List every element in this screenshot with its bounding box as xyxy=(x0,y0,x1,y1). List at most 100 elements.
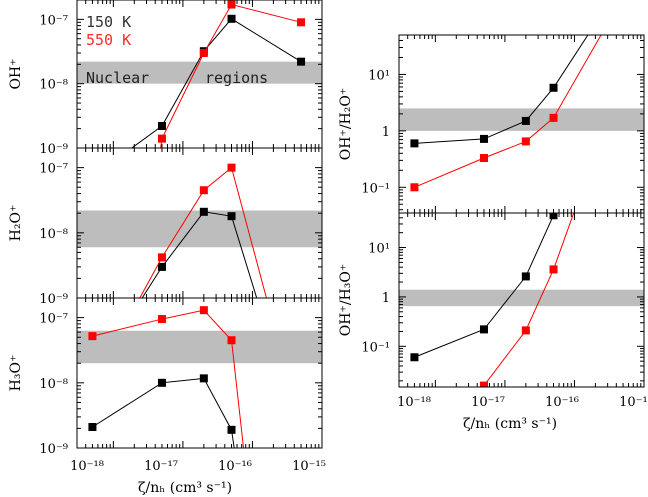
x-tick-label: 10⁻¹⁵ xyxy=(619,395,648,410)
data-point xyxy=(157,253,166,262)
y-tick-label: 10⁻⁹ xyxy=(39,442,68,457)
y-axis-label: H₂O⁺ xyxy=(8,205,24,242)
data-point xyxy=(157,262,166,271)
x-tick-label: 10⁻¹⁶ xyxy=(218,459,252,474)
data-point xyxy=(199,306,208,315)
y-tick-label: 1 xyxy=(382,291,390,306)
x-tick-label: 10⁻¹⁸ xyxy=(70,459,104,474)
data-point xyxy=(122,320,130,328)
series-150k xyxy=(88,374,236,448)
data-point xyxy=(157,121,166,130)
data-point xyxy=(199,186,208,195)
series-550k xyxy=(157,0,306,148)
y-axis-label: H₃O⁺ xyxy=(8,355,24,392)
y-axis-label: OH⁺/H₂O⁺ xyxy=(338,88,354,160)
x-axis-label-left: ζ/nₕ (cm³ s⁻¹) xyxy=(138,480,232,496)
data-point xyxy=(157,134,166,143)
data-point xyxy=(410,183,419,192)
x-tick-labels-right: 10⁻¹⁸ 10⁻¹⁷ 10⁻¹⁶ 10⁻¹⁵ xyxy=(397,395,648,410)
data-point xyxy=(552,199,560,207)
data-point xyxy=(269,320,277,328)
data-point xyxy=(604,19,612,27)
data-point xyxy=(521,272,530,281)
plot-frame xyxy=(76,297,323,449)
y-tick-label: 10¹ xyxy=(368,242,390,257)
legend-150k: 150 K xyxy=(86,13,131,31)
series-line xyxy=(414,213,555,358)
data-point xyxy=(591,19,599,27)
data-point xyxy=(88,422,97,431)
data-point xyxy=(479,154,488,163)
observed-band xyxy=(399,289,644,307)
x-tick-label: 10⁻¹⁵ xyxy=(292,459,326,474)
observed-band xyxy=(399,108,644,131)
data-point xyxy=(549,213,558,220)
observed-band xyxy=(77,330,322,364)
y-axis-label: OH⁺/H₃O⁺ xyxy=(338,264,354,336)
x-tick-label: 10⁻¹⁸ xyxy=(397,395,431,410)
y-tick-label: 10⁻¹ xyxy=(361,181,390,196)
series-550k xyxy=(479,213,575,387)
data-point xyxy=(479,134,488,143)
observed-band xyxy=(77,61,322,84)
panel-oh-plus: 10⁻⁹10⁻⁸10⁻⁷OH⁺ xyxy=(8,0,323,186)
data-point xyxy=(479,325,488,334)
x-tick-label: 10⁻¹⁷ xyxy=(144,459,178,474)
x-tick-label: 10⁻¹⁶ xyxy=(545,395,579,410)
data-point xyxy=(199,48,208,57)
ticks xyxy=(76,297,323,449)
data-point xyxy=(549,113,558,122)
data-point xyxy=(157,378,166,387)
ticks xyxy=(398,34,645,213)
band-label-nuclear: Nuclear xyxy=(86,69,149,87)
y-tick-label: 10⁻⁷ xyxy=(39,13,68,28)
y-tick-label: 10⁻⁹ xyxy=(39,292,68,307)
x-tick-label: 10⁻¹⁷ xyxy=(471,395,505,410)
series-150k xyxy=(122,207,269,328)
y-tick-label: 10⁻⁹ xyxy=(39,142,68,157)
panel-h3o-plus: 10⁻⁹ 10⁻⁸ 10⁻⁷ H₃O⁺ xyxy=(8,297,323,457)
band-label-regions: regions xyxy=(205,69,268,87)
y-tick-label: 10⁻⁷ xyxy=(39,312,68,327)
data-point xyxy=(297,57,306,66)
legend-550k: 550 K xyxy=(86,31,131,49)
data-point xyxy=(549,265,558,274)
data-point xyxy=(199,207,208,216)
data-point xyxy=(88,332,97,341)
data-point xyxy=(521,116,530,125)
data-point xyxy=(227,14,236,23)
data-point xyxy=(297,18,306,27)
x-axis-label-right: ζ/nₕ (cm³ s⁻¹) xyxy=(463,416,557,432)
data-point xyxy=(521,137,530,146)
y-tick-label: 10⁻¹ xyxy=(361,340,390,355)
panel-oh-over-h2o: 10⁻¹ 1 10¹ OH⁺/H₂O⁺ xyxy=(338,19,645,214)
data-point xyxy=(410,139,419,148)
y-tick-label: 10⁻⁸ xyxy=(39,78,68,93)
data-point xyxy=(521,326,530,335)
plot-frame xyxy=(398,212,645,388)
y-tick-label: 10¹ xyxy=(368,68,390,83)
data-point xyxy=(227,163,236,172)
series-550k xyxy=(88,306,245,448)
data-point xyxy=(261,320,269,328)
data-point xyxy=(82,178,90,186)
ticks xyxy=(76,0,323,149)
y-tick-label: 10⁻⁸ xyxy=(39,377,68,392)
series-550k xyxy=(410,19,612,192)
y-tick-label: 10⁻⁸ xyxy=(39,227,68,242)
series-line xyxy=(414,35,602,188)
x-tick-labels-left: 10⁻¹⁸ 10⁻¹⁷ 10⁻¹⁶ 10⁻¹⁵ xyxy=(70,459,326,474)
series-line xyxy=(160,3,302,148)
data-point xyxy=(122,320,130,328)
series-550k xyxy=(122,163,277,328)
y-tick-label: 10⁻⁷ xyxy=(39,162,68,177)
series-line xyxy=(92,377,235,448)
ticks xyxy=(76,147,323,299)
y-tick-label: 1 xyxy=(382,125,390,140)
data-point xyxy=(157,315,166,324)
data-point xyxy=(410,353,419,362)
observed-band xyxy=(77,210,322,248)
data-point xyxy=(227,0,236,9)
data-point xyxy=(227,212,236,221)
